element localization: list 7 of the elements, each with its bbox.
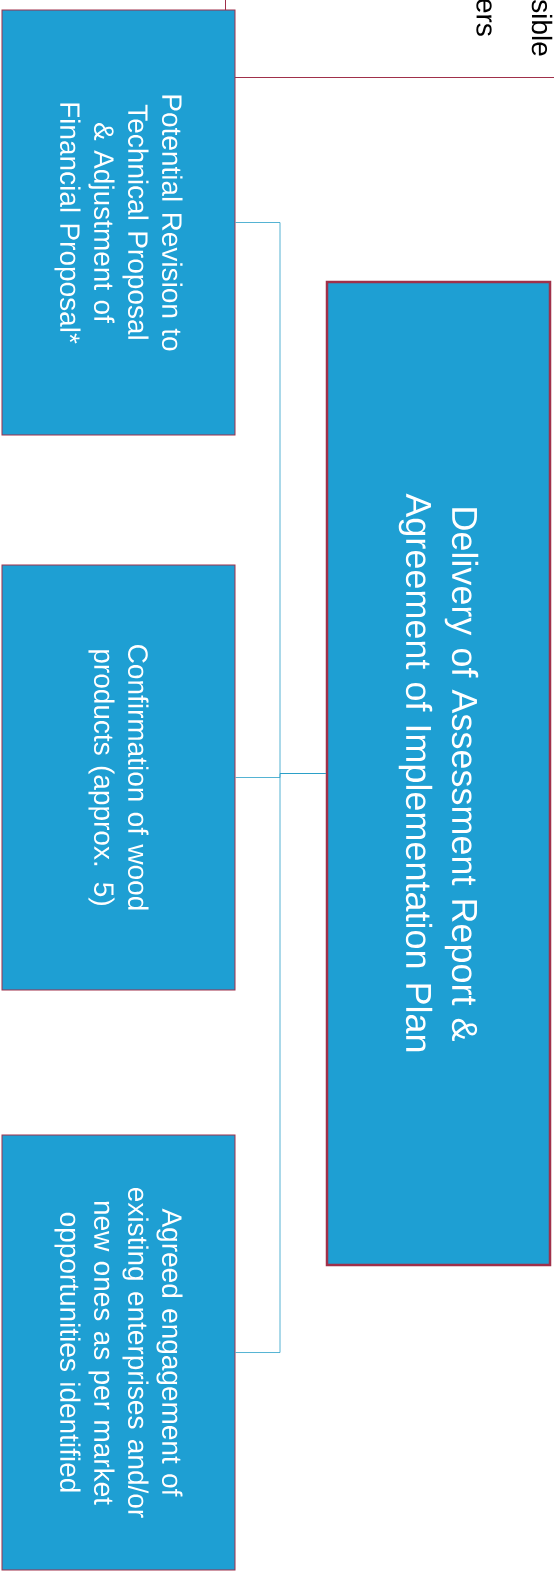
outcome-box: Agreed engagement of existing enterprises and/or new ones as per market opportunities identified — [1, 1134, 236, 1571]
title-box: Delivery of Assessment Report & Agreement of Implementation Plan — [325, 280, 552, 1267]
connector-line — [235, 773, 327, 1353]
box-text: ers — [476, 0, 492, 36]
outcome-box: Confirmation of wood products (approx. 5) — [1, 564, 236, 991]
box-text: sible — [531, 0, 553, 56]
outcome-box: Potential Revision to Technical Proposal & Adjustment of Financial Proposal* — [1, 9, 236, 436]
